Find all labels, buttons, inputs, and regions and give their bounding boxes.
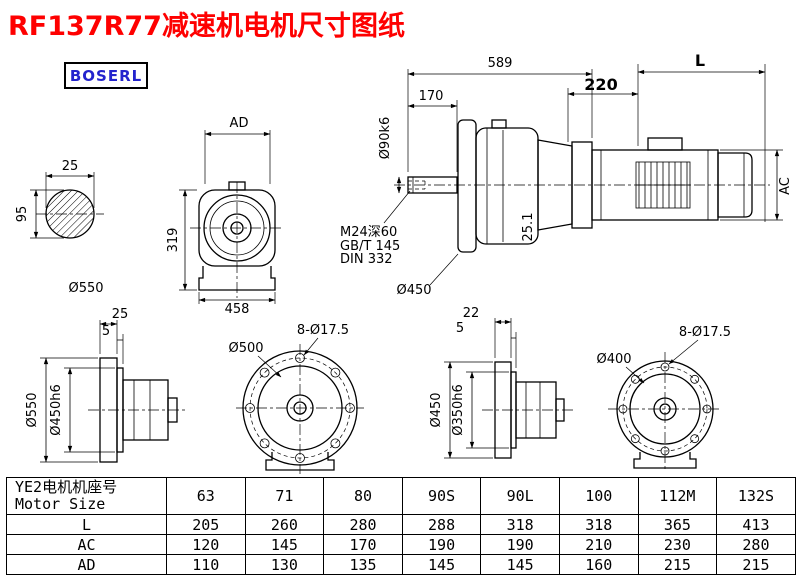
size-col-63: 63 <box>166 477 246 515</box>
dim-value: 130 <box>244 554 325 575</box>
dim-value: 120 <box>166 534 246 555</box>
note-gbt: GB/T 145 <box>340 239 400 254</box>
gearbox-front-view: AD 319 458 <box>166 116 284 317</box>
dim-flange1-step: 5 <box>102 324 110 339</box>
dim-value: 210 <box>558 534 639 555</box>
dim-value: 288 <box>401 514 482 535</box>
dim-value: 365 <box>637 514 718 535</box>
dim-value: 413 <box>716 514 796 535</box>
dim-value: 318 <box>480 514 560 535</box>
dim-ad: AD <box>230 116 249 131</box>
dim-value: 318 <box>558 514 639 535</box>
dim-offset: 25.1 <box>521 213 536 242</box>
size-col-100: 100 <box>558 477 639 515</box>
dimension-table: YE2电机机座号 Motor Size 63 71 80 90S 90L 100… <box>6 477 796 575</box>
motor-size-header: YE2电机机座号 Motor Size <box>6 477 167 515</box>
dim-value: 215 <box>716 554 796 575</box>
technical-drawing: 25 95 Ø550 AD 319 458 <box>15 51 793 474</box>
dim-flange2-step: 5 <box>456 321 464 336</box>
flange-side-view-450: 22 5 Ø450 Ø350h6 <box>429 306 574 459</box>
dim-front-width: 458 <box>225 302 250 317</box>
row-label-AC: AC <box>6 534 167 555</box>
dim-shaft-length: 170 <box>419 89 444 104</box>
dim-total-length: 589 <box>488 56 513 71</box>
dim-flange-dia: Ø450 <box>396 283 431 298</box>
row-label-AD: AD <box>6 554 167 575</box>
dim-value: 135 <box>323 554 403 575</box>
note-din: DIN 332 <box>340 252 393 267</box>
dim-flange1-thickness: 25 <box>112 307 129 322</box>
dim-value: 170 <box>323 534 403 555</box>
dim-front-height: 319 <box>166 228 181 253</box>
dim-value: 230 <box>637 534 718 555</box>
dim-shaft-height: 95 <box>15 206 30 223</box>
dim-face1-holes: 8-Ø17.5 <box>297 323 349 338</box>
dim-shaft-width: 25 <box>62 159 79 174</box>
output-flange <box>457 119 477 253</box>
size-col-112m: 112M <box>637 477 718 515</box>
dim-flange2-od: Ø450 <box>429 392 444 427</box>
note-tapped-hole: M24深60 <box>340 225 397 240</box>
dim-value: 145 <box>244 534 325 555</box>
dim-value: 260 <box>244 514 325 535</box>
shaft-cross-section-view: 25 95 Ø550 <box>15 159 104 296</box>
dim-flange1-od: Ø550 <box>25 392 40 427</box>
dim-value: 280 <box>716 534 796 555</box>
dim-value: 205 <box>166 514 246 535</box>
terminal-box <box>647 137 683 151</box>
dim-flange2-thickness: 22 <box>463 306 480 321</box>
dim-face1-dia: Ø500 <box>228 341 263 356</box>
dim-value: 215 <box>637 554 718 575</box>
size-col-71: 71 <box>244 477 325 515</box>
size-col-90l: 90L <box>480 477 560 515</box>
dim-value: 160 <box>558 554 639 575</box>
size-col-90s: 90S <box>401 477 482 515</box>
dim-value: 190 <box>480 534 560 555</box>
motor-size-header-cn: YE2电机机座号 <box>15 478 118 496</box>
dim-motor-ac: AC <box>778 177 793 195</box>
dim-value: 280 <box>323 514 403 535</box>
dim-value: 110 <box>166 554 246 575</box>
dim-flange1-spigot: Ø450h6 <box>49 384 64 436</box>
flange-face-view-400: Ø400 8-Ø17.5 <box>596 325 731 472</box>
dim-face2-dia: Ø400 <box>596 352 631 367</box>
dim-motor-length: L <box>695 51 705 70</box>
reducer-motor-side-view: M24深60 GB/T 145 DIN 332 589 170 Ø90k6 25… <box>340 51 793 298</box>
size-col-80: 80 <box>323 477 403 515</box>
brand-logo: BOSERL <box>64 62 148 89</box>
fan-cover <box>717 152 753 218</box>
page-title: RF137R77减速机电机尺寸图纸 <box>8 11 405 42</box>
flange-face-view-500: Ø500 8-Ø17.5 <box>228 323 364 474</box>
dim-shaft-diameter: Ø550 <box>68 281 103 296</box>
dim-value: 145 <box>401 554 482 575</box>
shaft-section-circle <box>45 189 95 239</box>
dim-value: 145 <box>480 554 560 575</box>
dim-motor-gap: 220 <box>584 75 617 94</box>
dim-face2-holes: 8-Ø17.5 <box>679 325 731 340</box>
table-row-AC: AC 120 145 170 190 190 210 230 280 <box>6 534 796 555</box>
table-row-L: L 205 260 280 288 318 318 365 413 <box>6 514 796 535</box>
table-row-AD: AD 110 130 135 145 145 160 215 215 <box>6 554 796 575</box>
dim-shaft-fit: Ø90k6 <box>378 117 393 160</box>
row-label-L: L <box>6 514 167 535</box>
output-shaft <box>407 176 458 194</box>
size-col-132s: 132S <box>716 477 796 515</box>
dim-flange2-spigot: Ø350h6 <box>451 384 466 436</box>
flange-side-view-550: 25 5 Ø550 Ø450h6 <box>25 307 186 463</box>
motor-size-header-en: Motor Size <box>15 495 106 513</box>
dim-value: 190 <box>401 534 482 555</box>
